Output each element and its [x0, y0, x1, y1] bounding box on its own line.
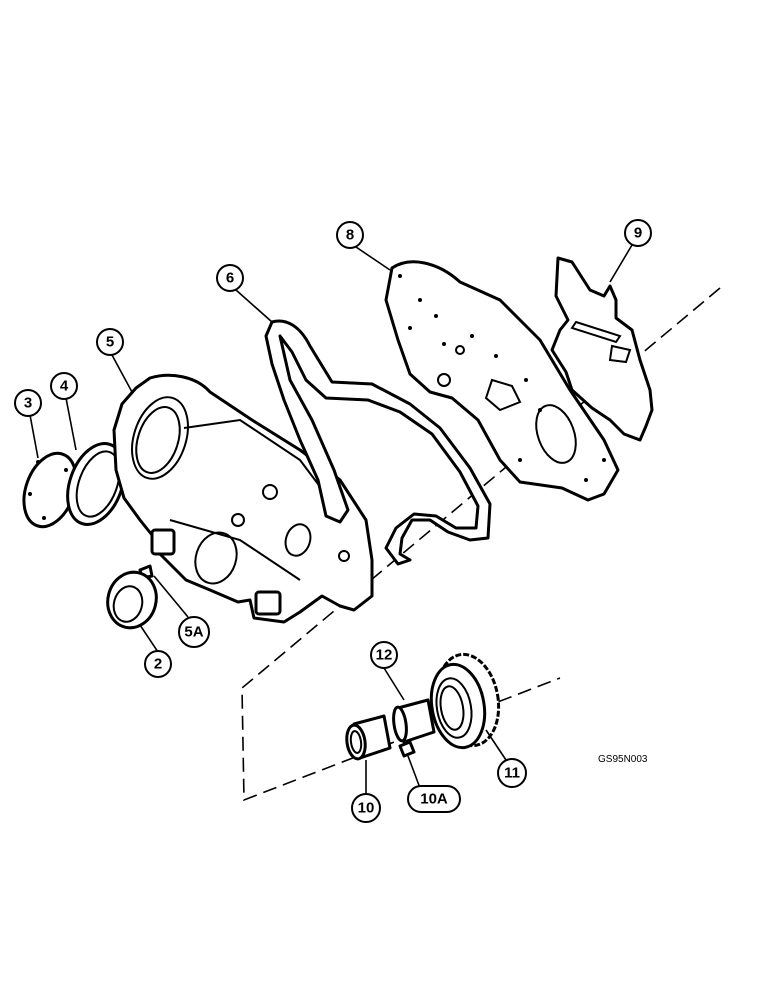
callout-2: 2	[144, 650, 172, 678]
svg-text:2: 2	[154, 656, 162, 673]
plate-gasket	[550, 256, 654, 442]
svg-text:6: 6	[226, 270, 234, 287]
svg-text:9: 9	[634, 225, 642, 242]
cover-plate	[22, 451, 78, 529]
svg-text:3: 3	[24, 395, 32, 412]
timing-gear-housing	[112, 373, 374, 624]
callout-5: 5	[96, 328, 124, 356]
svg-text:10A: 10A	[420, 791, 448, 808]
callout-3: 3	[14, 389, 42, 417]
crankshaft-seal	[106, 570, 158, 630]
callout-12: 12	[370, 641, 398, 669]
svg-text:4: 4	[60, 378, 69, 395]
svg-text:10: 10	[358, 800, 375, 817]
callout-10A: 10A	[407, 785, 461, 813]
svg-text:5A: 5A	[184, 624, 203, 641]
callout-5A: 5A	[178, 616, 210, 648]
callout-8: 8	[336, 221, 364, 249]
svg-text:12: 12	[376, 647, 393, 664]
idler-bushing	[392, 698, 436, 744]
idler-hub	[345, 714, 392, 761]
callout-9: 9	[624, 219, 652, 247]
callout-6: 6	[216, 264, 244, 292]
callout-10: 10	[351, 793, 381, 823]
idler-pin	[398, 740, 416, 758]
svg-text:11: 11	[504, 765, 520, 782]
svg-text:5: 5	[106, 334, 114, 351]
cover-gasket	[66, 442, 126, 526]
svg-text:8: 8	[346, 227, 354, 244]
figure-reference-code: GS95N003	[598, 754, 648, 765]
callout-11: 11	[497, 758, 527, 788]
front-plate	[384, 260, 620, 502]
idler-gear	[429, 652, 501, 750]
housing-gasket	[264, 319, 492, 566]
callout-4: 4	[50, 372, 78, 400]
leader-lines	[29, 244, 633, 796]
